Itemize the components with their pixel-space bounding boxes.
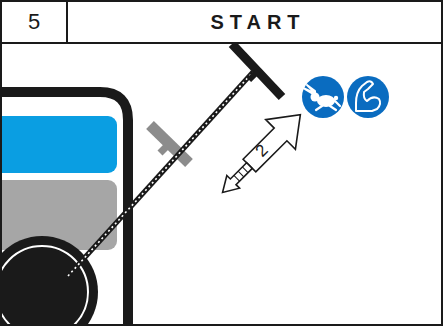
wheel-rim: [2, 246, 88, 324]
speed-icon: [302, 76, 344, 118]
strength-icon: [347, 76, 389, 118]
wheel: [2, 236, 98, 324]
blue-panel: [2, 116, 117, 173]
header-divider: [66, 1, 68, 43]
step-number: 5: [28, 11, 40, 33]
pull-handle-stem: [249, 71, 258, 80]
pull-cord: [68, 72, 253, 276]
pull-handle: [232, 44, 282, 97]
ghost-handle-stem: [160, 144, 169, 153]
step-title: START: [210, 12, 305, 32]
ghost-handle: [150, 125, 189, 163]
cord-twist: [68, 72, 253, 276]
pull-arrow: [208, 100, 315, 207]
